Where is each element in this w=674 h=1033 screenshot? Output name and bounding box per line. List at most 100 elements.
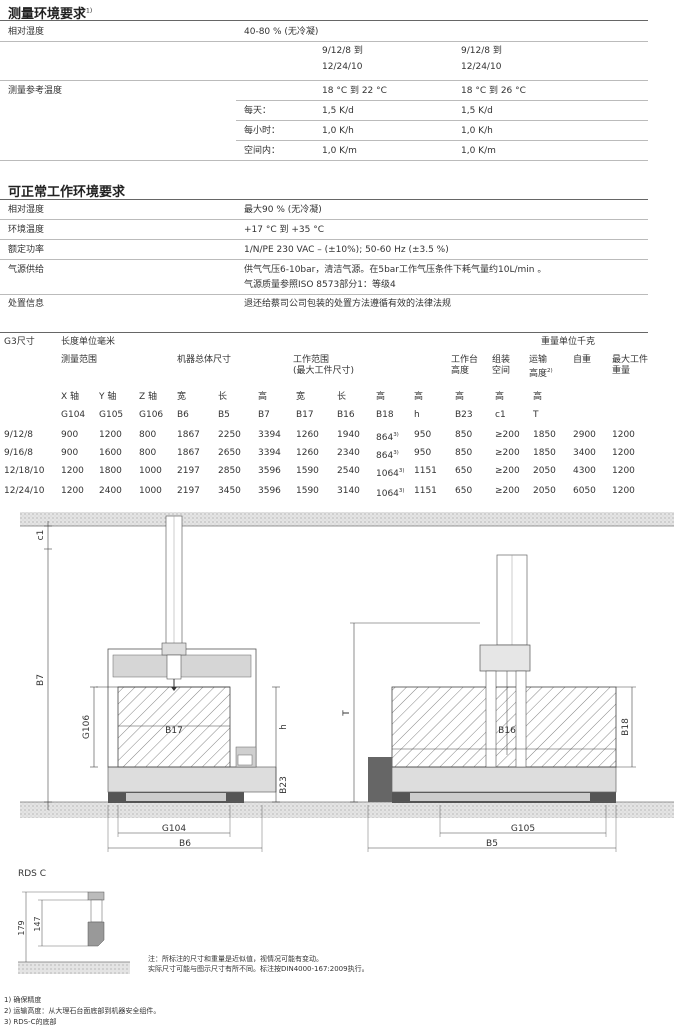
dim-cell: 2650 <box>218 448 241 458</box>
label-179: 179 <box>18 920 26 935</box>
dim-cell: 1200 <box>99 430 122 440</box>
code-h: h <box>414 410 420 420</box>
dim-cell: 4300 <box>573 466 596 476</box>
dim-cell: 2540 <box>337 466 360 476</box>
per-day-col1: 1,5 K/d <box>322 106 354 116</box>
dim-cell: 10643) <box>376 468 405 479</box>
dim-cell: 1850 <box>533 448 556 458</box>
dim-cell: 900 <box>61 430 79 440</box>
ref-temp-col2: 18 °C 到 26 °C <box>461 86 526 96</box>
dim-cell: 1200 <box>61 466 84 476</box>
weight-unit: 重量单位千克 <box>541 337 596 347</box>
work-range-1: 工作范围 <box>293 355 330 365</box>
dim-cell: 12/18/10 <box>4 466 45 476</box>
note-1: 注：所标注的尺寸和重量是近似值，视情况可能有变动。 <box>148 955 323 963</box>
label-b17: B17 <box>165 726 183 736</box>
clamp-2: 空间 <box>492 366 511 376</box>
dim-cell: 2850 <box>218 466 241 476</box>
g3-label: G3尺寸 <box>4 337 35 347</box>
dim-cell: 1200 <box>61 486 84 496</box>
dim-cell: 1200 <box>612 486 635 496</box>
code-b5: B5 <box>218 410 230 420</box>
hdr-x: X 轴 <box>61 392 80 402</box>
per-space-label: 空间内： <box>244 146 281 156</box>
code-b23: B23 <box>455 410 473 420</box>
side-view <box>368 554 617 803</box>
dim-cell: 3394 <box>258 448 281 458</box>
dim-cell: 2197 <box>177 486 200 496</box>
power-value: 1/N/PE 230 VAC – (±10%); 50-60 Hz (±3.5 … <box>244 245 449 255</box>
dim-cell: 3400 <box>573 448 596 458</box>
dim-cell: 650 <box>455 486 473 496</box>
dim-cell: 6050 <box>573 486 596 496</box>
label-b6: B6 <box>179 839 191 849</box>
dim-cell: 3596 <box>258 466 281 476</box>
dim-cell: 8643) <box>376 450 399 461</box>
hdr-l: 长 <box>218 392 228 402</box>
disposal-label: 处置信息 <box>8 299 45 309</box>
code-b16: B16 <box>337 410 355 420</box>
dim-cell: ≥200 <box>495 486 520 496</box>
label-rds: RDS C <box>18 869 46 879</box>
footnote-2: 2) 运输高度：从大理石台面底部到机器安全组件。 <box>4 1007 161 1015</box>
dim-cell: 850 <box>455 448 473 458</box>
per-hour-col1: 1,0 K/h <box>322 126 354 136</box>
code-g104: G104 <box>61 410 86 420</box>
dim-cell: 2050 <box>533 466 556 476</box>
dim-cell: 3140 <box>337 486 360 496</box>
transport-2: 高度 <box>529 369 548 379</box>
dim-cell: 1850 <box>533 430 556 440</box>
hdr-w: 宽 <box>177 392 187 402</box>
label-b16: B16 <box>498 726 516 736</box>
hdr-h2: 高 <box>376 392 386 402</box>
front-view <box>96 515 277 803</box>
dim-cell: 2250 <box>218 430 241 440</box>
per-space-col1: 1,0 K/m <box>322 146 357 156</box>
dim-cell: 2340 <box>337 448 360 458</box>
label-b23: B23 <box>279 776 289 794</box>
hdr-h6: 高 <box>533 392 543 402</box>
dim-cell: 9/16/8 <box>4 448 33 458</box>
ref-temp-col1: 18 °C 到 22 °C <box>322 86 387 96</box>
section-title-measuring-env: 测量环境要求1) <box>8 7 93 22</box>
air-value-2: 气源质量参照ISO 8573部分1：等级4 <box>244 280 396 290</box>
label-h: h <box>279 724 289 730</box>
dim-cell: 1000 <box>139 466 162 476</box>
per-hour-label: 每小时： <box>244 126 281 136</box>
section-title-working-env: 可正常工作环境要求 <box>8 185 126 200</box>
dim-cell: ≥200 <box>495 430 520 440</box>
humidity-value: 40-80 % (无冷凝) <box>244 27 319 37</box>
footnote-3: 3) RDS-C的底部 <box>4 1018 57 1026</box>
dim-cell: 2197 <box>177 466 200 476</box>
dim-cell: 1151 <box>414 466 437 476</box>
dim-cell: 1200 <box>612 430 635 440</box>
dim-cell: 1200 <box>612 448 635 458</box>
env-temp-label: 环境温度 <box>8 225 45 235</box>
dim-cell: 2050 <box>533 486 556 496</box>
dim-cell: 1867 <box>177 430 200 440</box>
ceiling-strip <box>20 512 674 526</box>
col1-date-b: 12/24/10 <box>322 62 363 72</box>
dim-cell: 1940 <box>337 430 360 440</box>
machine-size: 机器总体尺寸 <box>177 355 232 365</box>
ref-temp-label: 测量参考温度 <box>8 86 63 96</box>
machine-drawing: c1 B7 G106 B17 h B23 G104 B6 T B16 B18 G… <box>18 512 674 879</box>
hdr-h3: 高 <box>414 392 424 402</box>
dim-cell: 1200 <box>612 466 635 476</box>
dim-cell: 12/24/10 <box>4 486 45 496</box>
code-g105: G105 <box>99 410 124 420</box>
weight-header: 自重 <box>573 355 592 365</box>
power-label: 额定功率 <box>8 245 45 255</box>
footnote-1: 1) 确保精度 <box>4 996 42 1004</box>
col2-date-a: 9/12/8 到 <box>461 46 502 56</box>
rds-detail: 179 147 <box>18 891 130 974</box>
dim-cell: 1590 <box>296 486 319 496</box>
air-value-1: 供气气压6-10bar，清洁气源。在5bar工作气压条件下耗气量约10L/min… <box>244 265 547 275</box>
env-temp-value: +17 °C 到 +35 °C <box>244 225 324 235</box>
dim-cell: 9/12/8 <box>4 430 33 440</box>
dim-cell: 10643) <box>376 488 405 499</box>
code-b17: B17 <box>296 410 314 420</box>
hdr-y: Y 轴 <box>99 392 117 402</box>
dim-cell: 800 <box>139 448 157 458</box>
code-b18: B18 <box>376 410 394 420</box>
